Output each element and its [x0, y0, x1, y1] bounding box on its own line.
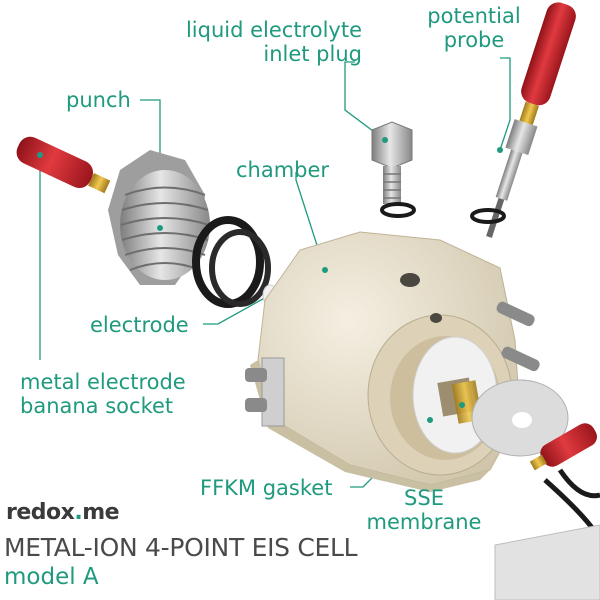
- label-electrode: electrode: [90, 313, 189, 337]
- label-sse-membrane: SSE membrane: [358, 486, 490, 534]
- label-punch: punch: [66, 88, 131, 112]
- product-title: METAL-ION 4-POINT EIS CELL: [4, 533, 358, 562]
- brand-part2: me: [82, 500, 120, 525]
- label-potential-probe-line2: probe: [443, 28, 505, 52]
- label-chamber: chamber: [236, 158, 330, 182]
- product-model: model A: [4, 564, 99, 590]
- label-liquid-inlet-line2: inlet plug: [263, 42, 362, 66]
- bottom-plug: [494, 423, 600, 600]
- label-ffkm-gasket: FFKM gasket: [200, 476, 333, 500]
- washer: [471, 379, 569, 457]
- label-potential-probe: potential probe: [416, 4, 532, 52]
- label-potential-probe-line1: potential: [427, 4, 521, 28]
- banana-socket: [16, 136, 111, 194]
- brand-part1: redox: [6, 500, 75, 525]
- label-liquid-inlet-line1: liquid electrolyte: [185, 18, 362, 42]
- inlet-plug: [371, 121, 416, 250]
- label-banana-socket: metal electrode banana socket: [20, 370, 186, 418]
- label-sse-line1: SSE: [404, 486, 444, 510]
- chamber: [245, 231, 540, 492]
- label-sse-line2: membrane: [366, 510, 482, 534]
- brand-dot: .: [74, 500, 83, 525]
- potential-probe: [469, 2, 576, 266]
- punch: [108, 150, 278, 308]
- brand-logo: redox.me: [6, 500, 120, 525]
- label-liquid-inlet: liquid electrolyte inlet plug: [162, 18, 362, 66]
- label-banana-line1: metal electrode: [20, 370, 186, 394]
- label-banana-line2: banana socket: [20, 394, 174, 418]
